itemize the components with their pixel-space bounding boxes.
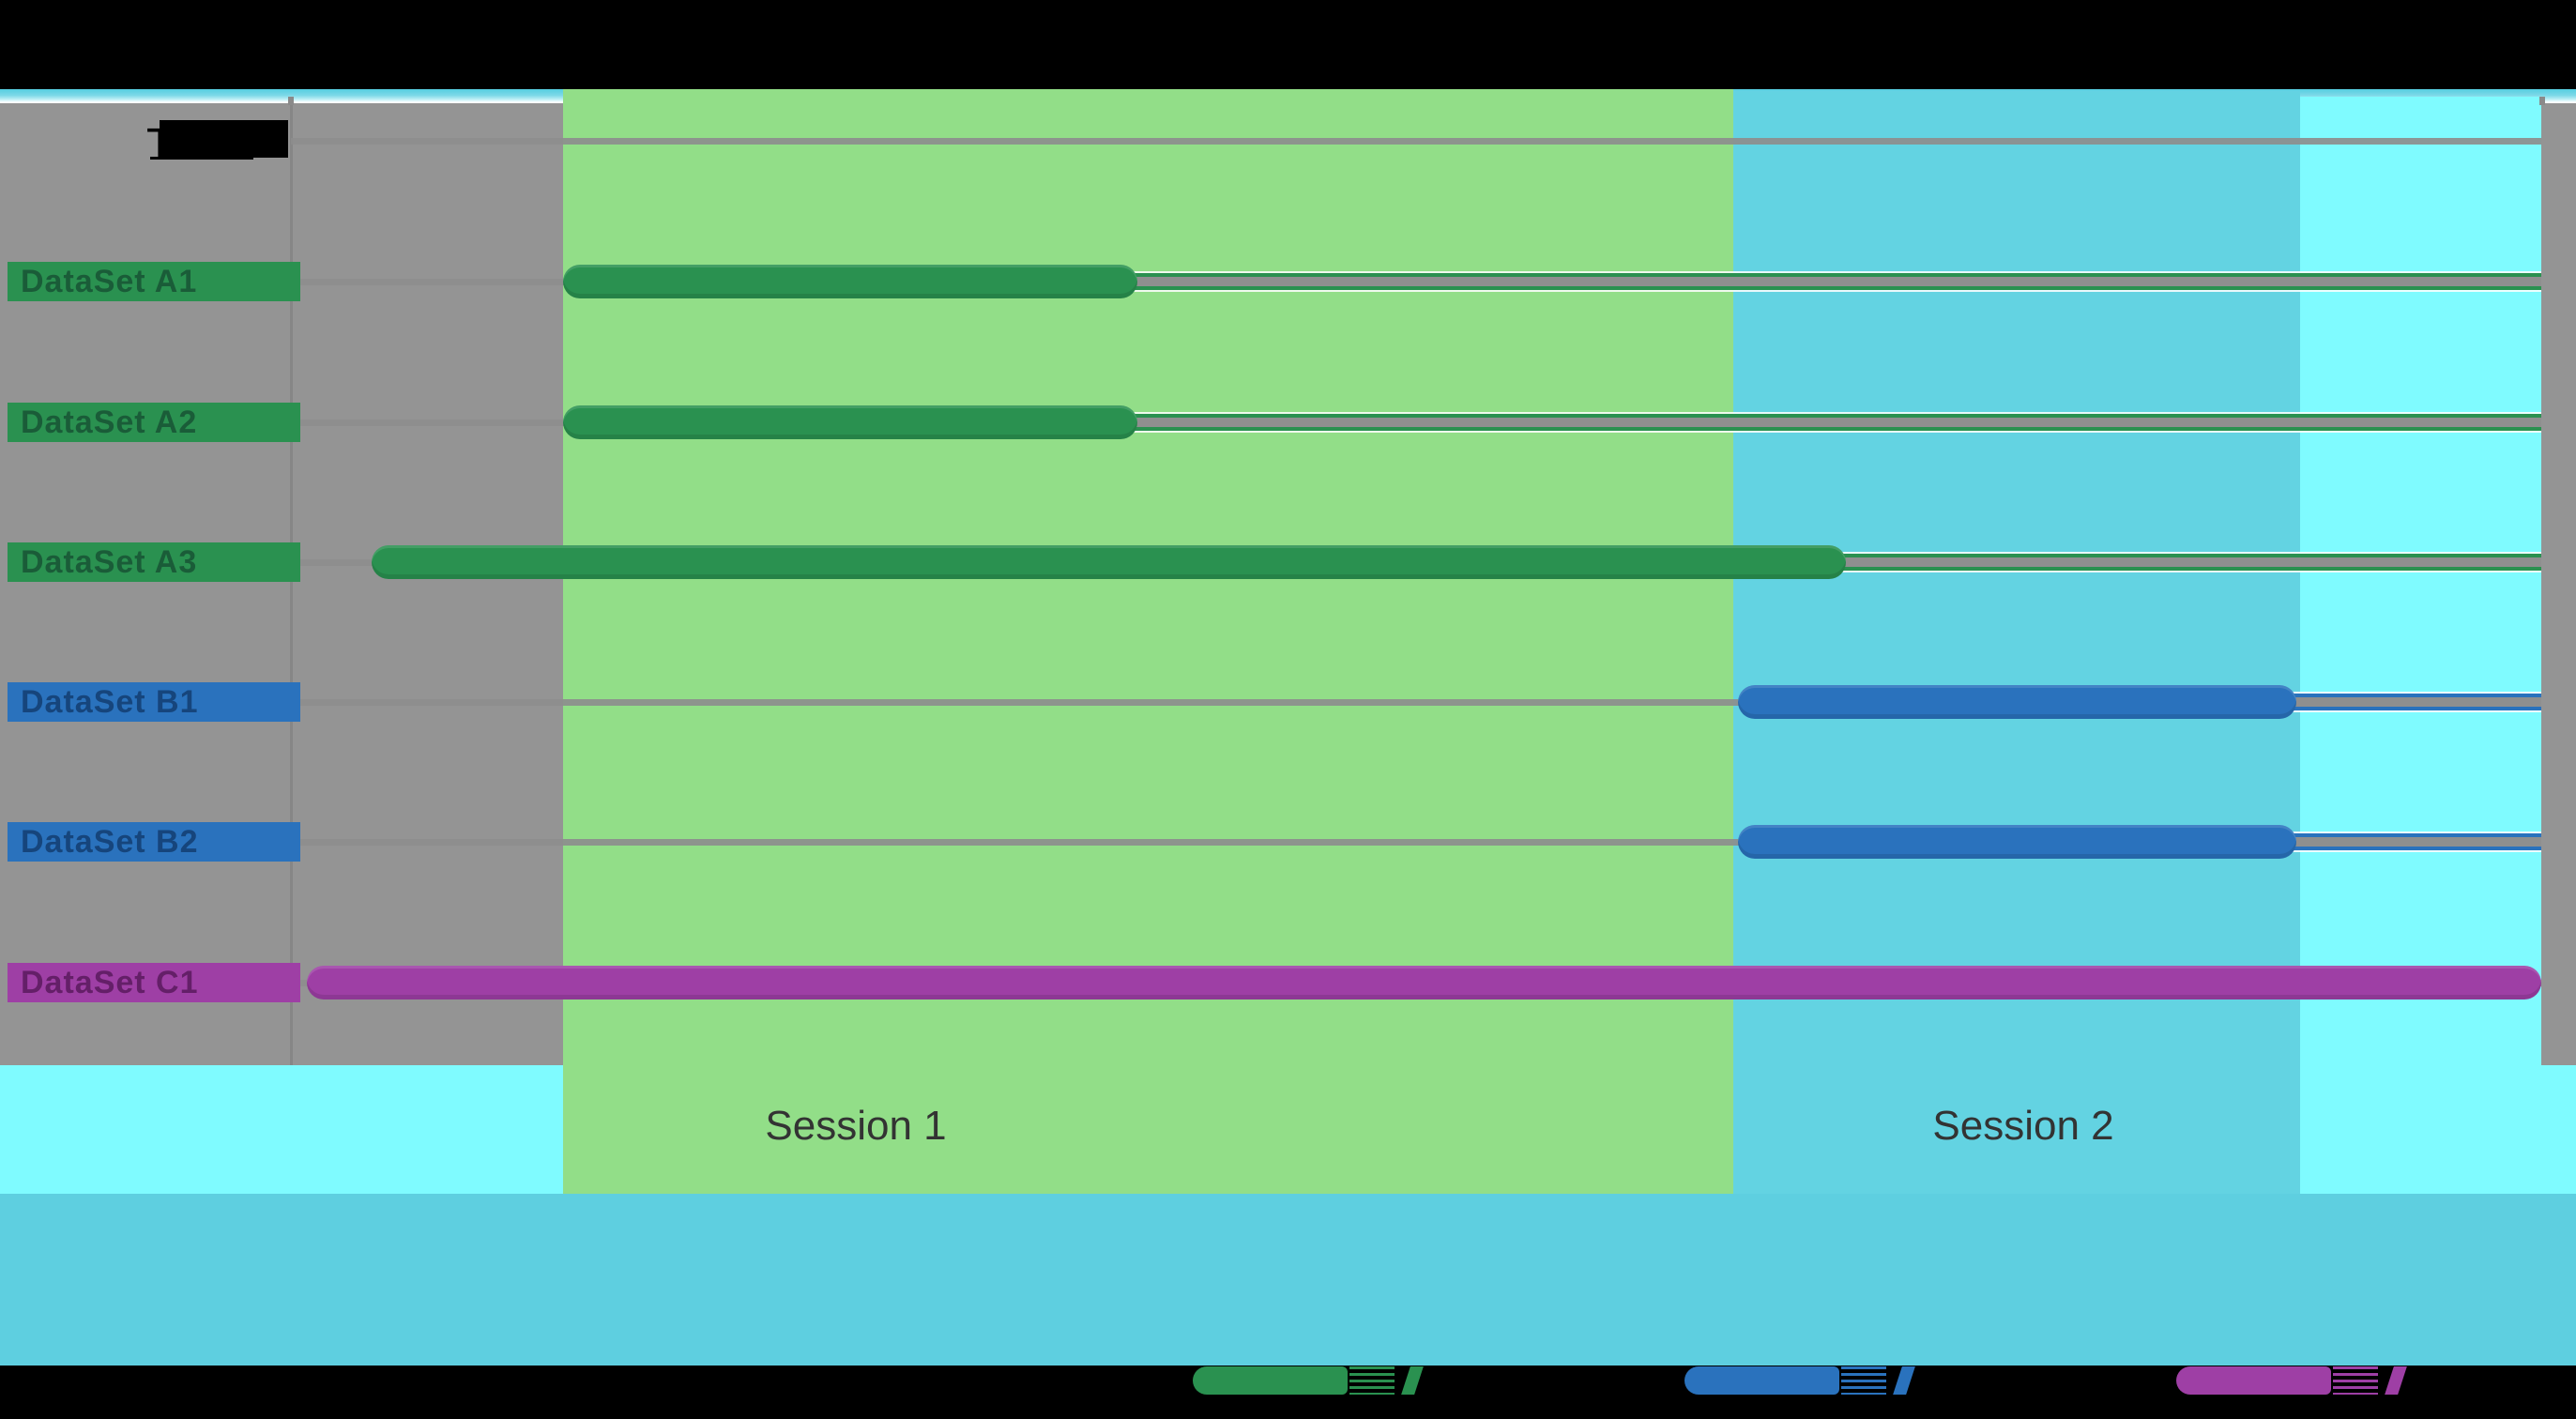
session-label-1: Session 1 bbox=[765, 1103, 947, 1149]
row-track-extension bbox=[2284, 694, 2541, 710]
gantt-bar bbox=[563, 405, 1137, 439]
row-track bbox=[291, 839, 2541, 846]
gantt-bar bbox=[1737, 825, 2296, 859]
axis-tick bbox=[288, 97, 294, 105]
session-band-1 bbox=[563, 89, 1734, 1194]
gantt-bar bbox=[306, 966, 2541, 999]
row-label-chip: DataSet C1 bbox=[8, 963, 300, 1002]
row-track-extension bbox=[1125, 414, 2541, 431]
session-band-2 bbox=[1733, 92, 2301, 1194]
row-label-chip: DataSet B2 bbox=[8, 822, 300, 862]
bottom-black-band bbox=[0, 1366, 2576, 1419]
row-label-chip: DataSet B1 bbox=[8, 682, 300, 722]
axis-tick bbox=[2539, 97, 2545, 105]
bottom-strip bbox=[0, 1194, 2576, 1366]
title-redaction-box bbox=[160, 120, 288, 158]
gantt-bar bbox=[372, 545, 1846, 579]
row-track-extension bbox=[1835, 554, 2541, 571]
session-label-2: Session 2 bbox=[1932, 1103, 2114, 1149]
row-label-chip: DataSet A1 bbox=[8, 262, 300, 301]
axis-line bbox=[290, 100, 293, 1065]
plot-left-gray bbox=[0, 103, 564, 1065]
top-black-band bbox=[0, 0, 2576, 89]
below-plot-right bbox=[2541, 1065, 2576, 1194]
gantt-bar bbox=[1737, 685, 2296, 719]
row-track-extension bbox=[2284, 833, 2541, 850]
row-label-chip: DataSet A3 bbox=[8, 542, 300, 582]
gantt-bar bbox=[563, 265, 1137, 298]
title-baseline-remnant bbox=[150, 157, 253, 160]
below-plot-left bbox=[0, 1065, 564, 1194]
plot-right-gray bbox=[2541, 103, 2576, 1065]
row-track bbox=[291, 138, 2541, 145]
row-label-chip: DataSet A2 bbox=[8, 403, 300, 442]
row-track-extension bbox=[1125, 273, 2541, 290]
session-band-3 bbox=[2300, 97, 2541, 1194]
row-track bbox=[291, 699, 2541, 706]
